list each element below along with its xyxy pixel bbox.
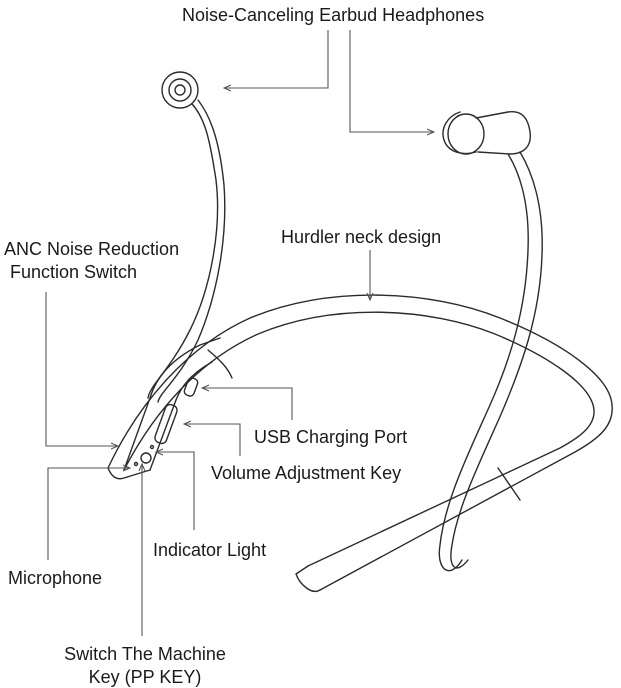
right-earbud <box>438 111 543 572</box>
indicator-light-icon <box>149 444 155 450</box>
label-microphone: Microphone <box>8 568 103 588</box>
label-earbuds: Noise-Canceling Earbud Headphones <box>182 5 485 25</box>
pp-key-icon <box>140 452 152 464</box>
label-anc-line2: Function Switch <box>10 262 138 282</box>
label-usb-port: USB Charging Port <box>254 427 408 447</box>
leader-lines <box>45 30 434 636</box>
microphone-icon <box>133 461 139 467</box>
label-pp-key-line2: Key (PP KEY) <box>88 667 202 687</box>
usb-port-icon <box>183 377 199 397</box>
label-indicator-light: Indicator Light <box>153 540 267 560</box>
neckband <box>107 294 613 592</box>
left-earbud <box>147 71 226 403</box>
label-neck-design: Hurdler neck design <box>281 227 442 247</box>
label-pp-key-line1: Switch The Machine <box>64 644 226 664</box>
volume-key-icon <box>154 403 178 445</box>
label-volume-key: Volume Adjustment Key <box>211 463 402 483</box>
label-anc-line1: ANC Noise Reduction <box>4 239 180 259</box>
